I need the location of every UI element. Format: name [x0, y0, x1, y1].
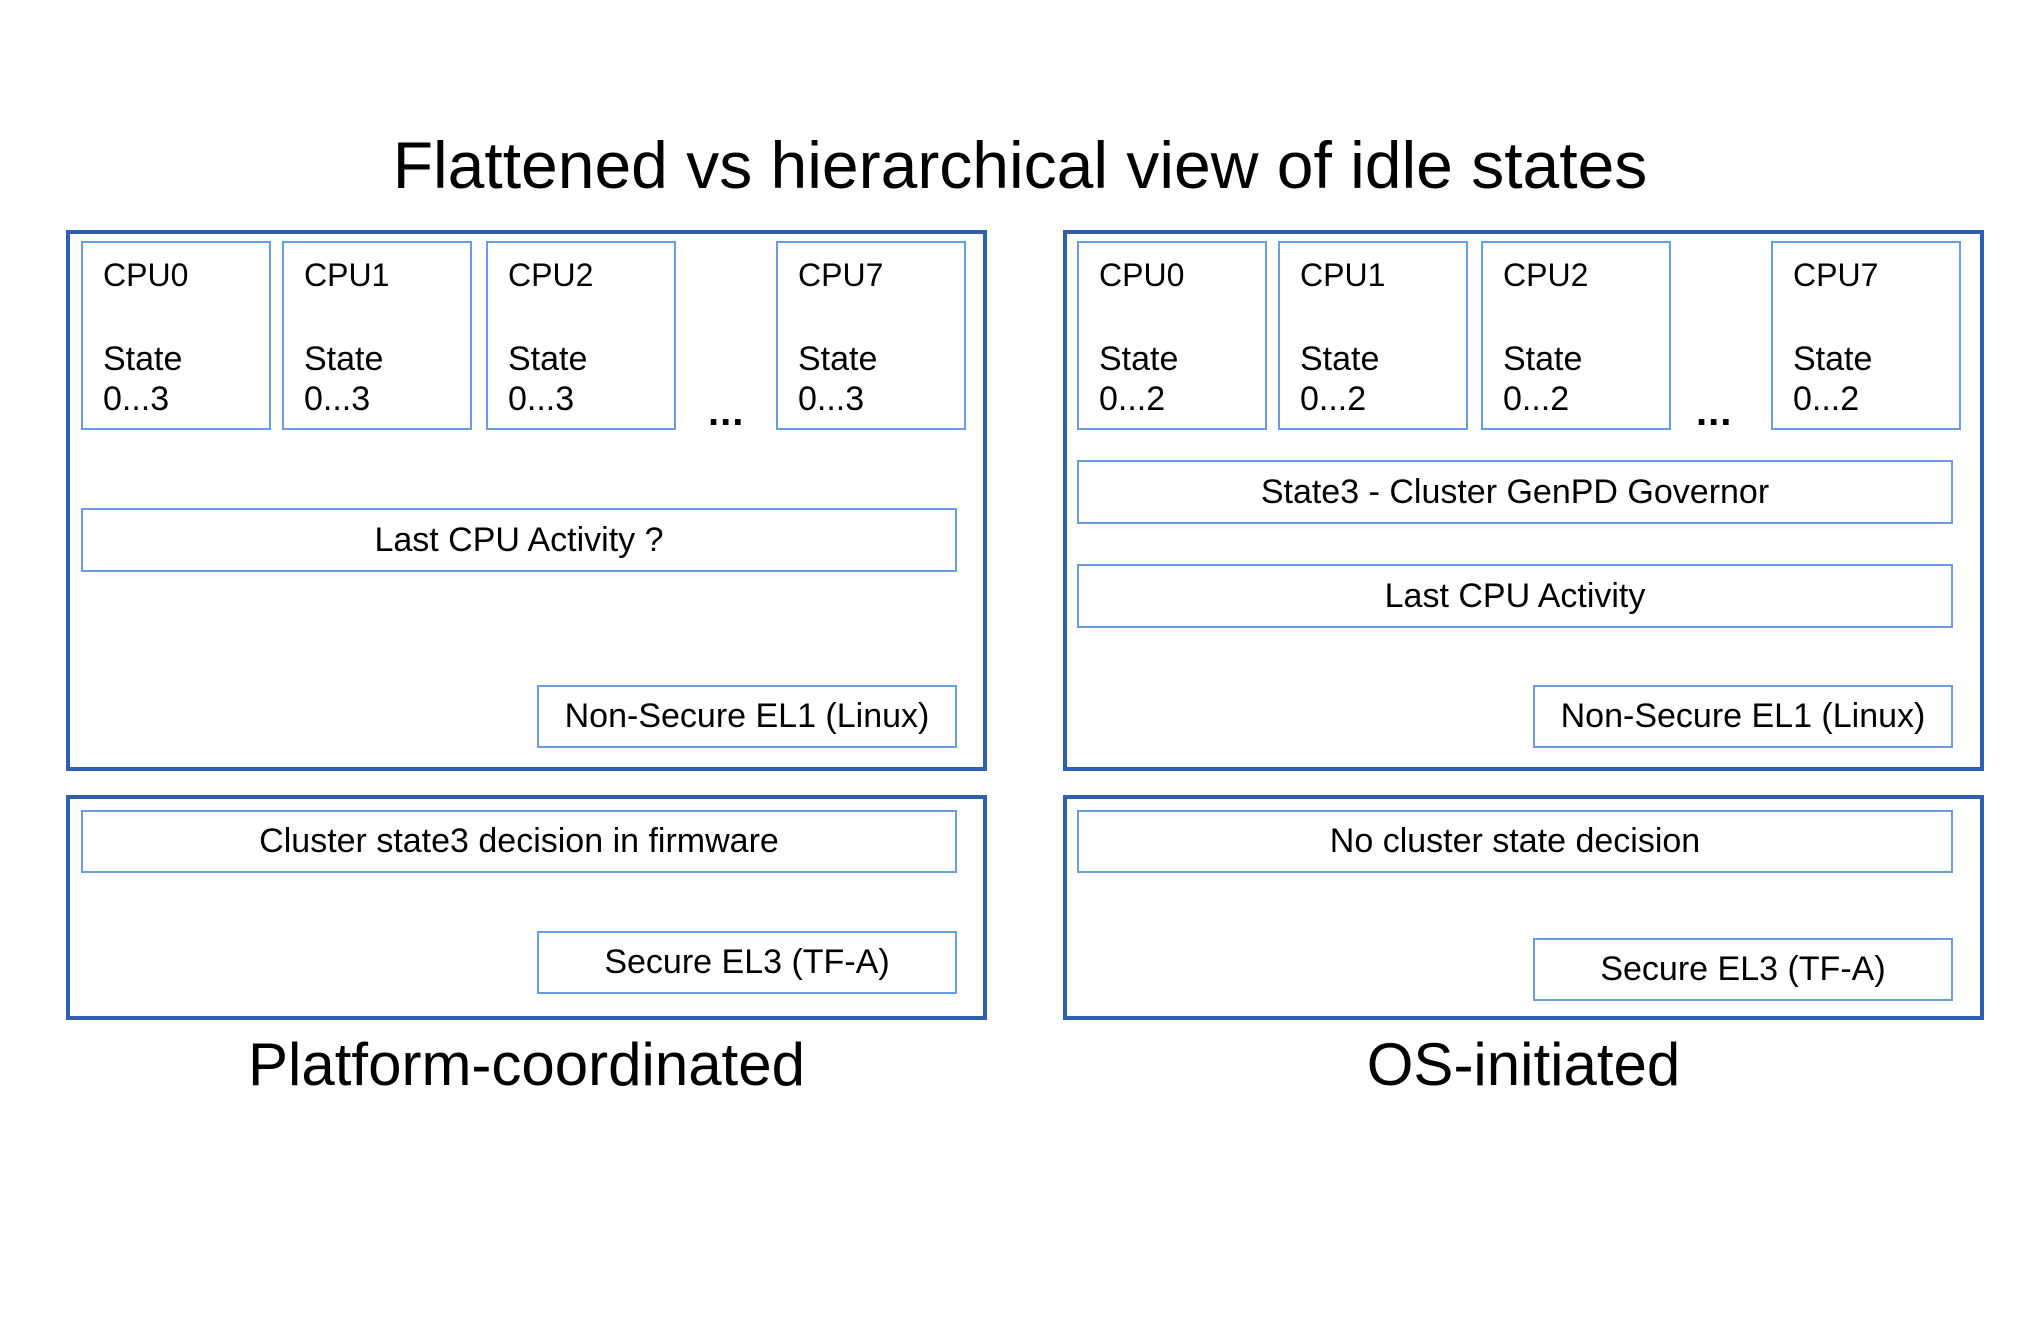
cpu-state-label: State: [1300, 340, 1380, 378]
cpu-state-range: 0...3: [798, 380, 865, 418]
cpu-state-label: State: [103, 340, 183, 378]
cpu-name: CPU1: [304, 257, 390, 293]
cpu-state-label: State: [798, 340, 878, 378]
left-ns-el1-frame: [66, 230, 987, 771]
right-cpu0-box: CPU0 State 0...2: [1077, 241, 1267, 430]
left-cpu2-box: CPU2 State 0...3: [486, 241, 676, 430]
right-ns-el1-frame: [1063, 230, 1984, 771]
left-firmware-decision-box: Cluster state3 decision in firmware: [81, 810, 957, 873]
diagram-title: Flattened vs hierarchical view of idle s…: [392, 128, 1648, 202]
left-cpu1-box: CPU1 State 0...3: [282, 241, 472, 430]
left-last-cpu-activity-box: Last CPU Activity ?: [81, 508, 957, 572]
cpu-name: CPU1: [1300, 257, 1386, 293]
cpu-name: CPU2: [508, 257, 594, 293]
left-cpu-ellipsis: ...: [708, 390, 745, 434]
cpu-state-label: State: [1099, 340, 1179, 378]
cpu-state-range: 0...2: [1300, 380, 1367, 418]
cpu-state-range: 0...3: [103, 380, 170, 418]
right-cpu2-box: CPU2 State 0...2: [1481, 241, 1671, 430]
cpu-name: CPU7: [1793, 257, 1879, 293]
cpu-name: CPU0: [103, 257, 189, 293]
right-caption: OS-initiated: [1366, 1031, 1681, 1098]
left-cpu7-box: CPU7 State 0...3: [776, 241, 966, 430]
cpu-state-range: 0...2: [1793, 380, 1860, 418]
right-cpu7-box: CPU7 State 0...2: [1771, 241, 1961, 430]
cpu-state-range: 0...2: [1503, 380, 1570, 418]
right-secure-el3-frame: [1063, 795, 1984, 1020]
cpu-state-range: 0...3: [508, 380, 575, 418]
cpu-state-range: 0...3: [304, 380, 371, 418]
cpu-state-label: State: [1793, 340, 1873, 378]
cpu-state-label: State: [1503, 340, 1583, 378]
cpu-state-label: State: [304, 340, 384, 378]
left-secure-el3-frame: [66, 795, 987, 1020]
left-caption: Platform-coordinated: [248, 1031, 805, 1098]
left-ns-el1-label: Non-Secure EL1 (Linux): [537, 685, 957, 748]
cpu-name: CPU7: [798, 257, 884, 293]
left-cpu0-box: CPU0 State 0...3: [81, 241, 271, 430]
right-ns-el1-label: Non-Secure EL1 (Linux): [1533, 685, 1953, 748]
right-no-decision-box: No cluster state decision: [1077, 810, 1953, 873]
left-secure-el3-label: Secure EL3 (TF-A): [537, 931, 957, 994]
cpu-name: CPU0: [1099, 257, 1185, 293]
right-cpu-ellipsis: ...: [1696, 390, 1733, 434]
cpu-state-range: 0...2: [1099, 380, 1166, 418]
right-genpd-governor-box: State3 - Cluster GenPD Governor: [1077, 460, 1953, 524]
right-cpu1-box: CPU1 State 0...2: [1278, 241, 1468, 430]
cpu-state-label: State: [508, 340, 588, 378]
cpu-name: CPU2: [1503, 257, 1589, 293]
right-secure-el3-label: Secure EL3 (TF-A): [1533, 938, 1953, 1001]
right-last-cpu-activity-box: Last CPU Activity: [1077, 564, 1953, 628]
